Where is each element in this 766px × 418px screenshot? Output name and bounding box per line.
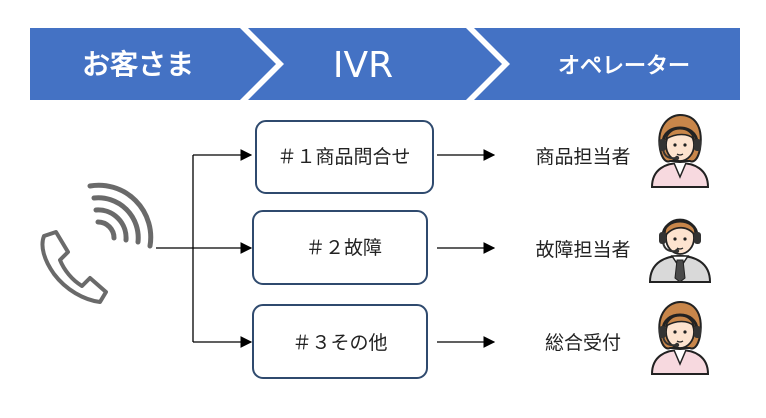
female-operator-icon — [650, 113, 710, 188]
header-label-ivr: IVR — [333, 45, 393, 86]
menu-option-2: ＃２故障 — [252, 210, 428, 285]
menu-option-2-label: ＃２故障 — [306, 237, 382, 259]
header-band: お客さま IVR オペレーター — [30, 28, 740, 100]
destination-label-2: 故障担当者 — [535, 239, 630, 261]
male-operator-icon — [648, 218, 712, 283]
branch-connectors — [156, 149, 253, 348]
menu-option-3-label: ＃３その他 — [292, 332, 387, 354]
header-label-customer: お客さま — [82, 48, 194, 81]
header-stage-ivr — [248, 28, 502, 100]
header-stage-operator — [474, 28, 740, 100]
menu-option-3: ＃３その他 — [252, 304, 428, 379]
menu-option-1: ＃１商品問合せ — [255, 120, 434, 194]
phone-icon — [40, 182, 154, 304]
header-label-operator: オペレーター — [558, 54, 690, 79]
destination-label-1: 商品担当者 — [535, 146, 630, 168]
destination-label-3: 総合受付 — [545, 332, 621, 354]
destination-arrows — [437, 149, 496, 348]
header-stage-customer — [30, 28, 276, 100]
menu-option-1-label: ＃１商品問合せ — [277, 146, 410, 168]
female-operator-icon — [650, 300, 710, 375]
